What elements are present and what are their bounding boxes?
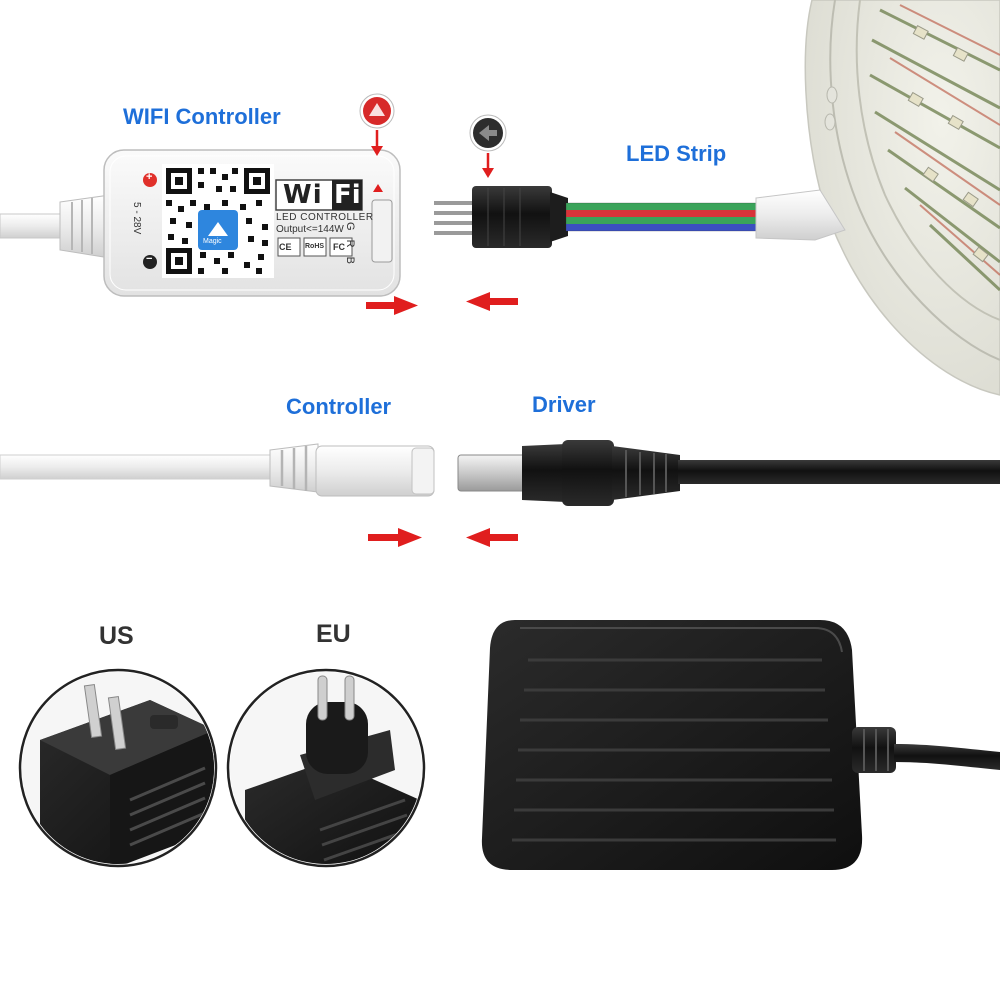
driver-label: Driver — [532, 392, 596, 417]
eu-plug-label: EU — [316, 620, 351, 648]
ce-mark: CE — [279, 242, 292, 252]
fc-mark: FC — [333, 242, 345, 252]
app-logo-text: Magic — [203, 238, 222, 245]
controller-label: Controller — [286, 394, 392, 419]
minus-sign: − — [146, 253, 153, 265]
wifi-controller-label: WIFI Controller — [123, 104, 281, 129]
arrow-right-icon — [368, 528, 422, 547]
plus-terminal-icon — [143, 173, 157, 187]
arrow-marker-icon — [469, 114, 507, 178]
arrow-right-icon — [366, 296, 418, 315]
triangle-marker-icon — [359, 93, 395, 156]
dc-male-plug — [457, 440, 1000, 506]
voltage-label: 5 - 28V — [131, 202, 142, 235]
pins-label: G R B — [344, 222, 356, 267]
us-plug-label: US — [99, 622, 134, 650]
arrow-left-icon — [466, 292, 518, 311]
arrow-left-icon — [466, 528, 518, 547]
controller-power-cable — [0, 194, 111, 259]
power-adapter — [481, 620, 1000, 870]
wifi-controller-box — [103, 149, 401, 297]
rohs-mark: RoHS — [305, 243, 325, 250]
us-plug-photo — [18, 668, 218, 868]
qr-code — [162, 164, 274, 278]
eu-plug-photo — [226, 668, 426, 868]
led-controller-text: LED CONTROLLER — [276, 212, 374, 223]
brand-wi-text: Wi — [283, 180, 323, 210]
plus-sign: + — [146, 171, 153, 183]
dc-female-connector — [0, 443, 435, 497]
minus-terminal-icon — [143, 255, 157, 269]
output-text: Output<=144W — [276, 224, 344, 235]
led-strip-reel — [804, 0, 1000, 396]
rgb-connector — [434, 186, 846, 248]
led-strip-label: LED Strip — [626, 141, 727, 166]
brand-fi-text: Fi — [334, 180, 361, 210]
